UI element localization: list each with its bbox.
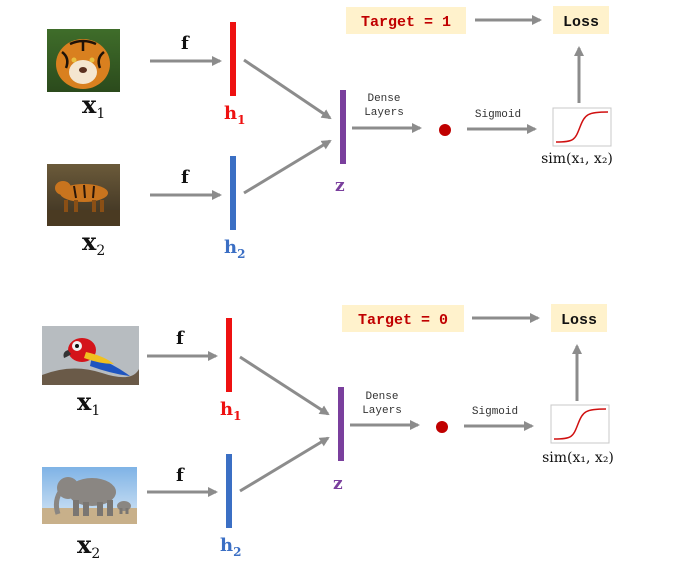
sigmoid-label: Sigmoid bbox=[472, 406, 518, 418]
input-label-x1: x1 bbox=[77, 387, 100, 419]
dense-label-line1: Dense bbox=[367, 93, 400, 105]
target-label: Target = 1 bbox=[361, 14, 451, 31]
joint-label-z: z bbox=[335, 176, 345, 196]
score-node bbox=[439, 124, 451, 136]
target-box bbox=[346, 7, 466, 34]
similarity-label: sim(x₁, x₂) bbox=[542, 450, 614, 466]
input-label-x2: x2 bbox=[77, 530, 100, 562]
sigmoid-plot bbox=[552, 107, 612, 147]
embedding-label-h2: h2 bbox=[224, 237, 245, 261]
sigmoid-plot bbox=[550, 404, 610, 444]
embedding-bar-h2 bbox=[226, 454, 232, 528]
encoder-label-f2: f bbox=[181, 167, 190, 188]
combine-arrow-1 bbox=[239, 355, 330, 416]
panel-negative: x1 x2 f f h1 h2 z Dense Layers bbox=[42, 304, 614, 562]
dense-label-line2: Layers bbox=[362, 405, 402, 417]
input-image-x1 bbox=[47, 29, 120, 92]
joint-label-z: z bbox=[333, 474, 343, 494]
input-image-x2 bbox=[42, 467, 137, 524]
joint-bar-z bbox=[338, 387, 344, 461]
similarity-label: sim(x₁, x₂) bbox=[541, 151, 613, 167]
input-image-x1 bbox=[42, 326, 139, 385]
score-node bbox=[436, 421, 448, 433]
sigmoid-label: Sigmoid bbox=[475, 109, 521, 121]
dense-label-line1: Dense bbox=[365, 391, 398, 403]
target-label: Target = 0 bbox=[358, 312, 448, 329]
encoder-label-f2: f bbox=[176, 465, 185, 486]
embedding-bar-h1 bbox=[230, 22, 236, 96]
loss-box bbox=[551, 304, 607, 332]
embedding-label-h1: h1 bbox=[224, 103, 245, 127]
combine-arrow-2 bbox=[243, 139, 332, 195]
embedding-label-h2: h2 bbox=[220, 535, 241, 559]
embedding-bar-h1 bbox=[226, 318, 232, 392]
loss-label: Loss bbox=[561, 312, 597, 329]
input-label-x1: x1 bbox=[82, 90, 105, 122]
embedding-bar-h2 bbox=[230, 156, 236, 230]
loss-label: Loss bbox=[563, 14, 599, 31]
encoder-label-f1: f bbox=[181, 33, 190, 54]
embedding-label-h1: h1 bbox=[220, 399, 241, 423]
target-box bbox=[342, 305, 464, 332]
combine-arrow-1 bbox=[243, 58, 332, 120]
encoder-label-f1: f bbox=[176, 328, 185, 349]
input-image-x2 bbox=[47, 164, 120, 226]
dense-label-line2: Layers bbox=[364, 107, 404, 119]
input-label-x2: x2 bbox=[82, 227, 105, 259]
joint-bar-z bbox=[340, 90, 346, 164]
combine-arrow-2 bbox=[239, 436, 330, 493]
panel-positive: x1 x2 f f h1 h2 z Dense Layers bbox=[47, 6, 613, 261]
loss-box bbox=[553, 6, 609, 34]
